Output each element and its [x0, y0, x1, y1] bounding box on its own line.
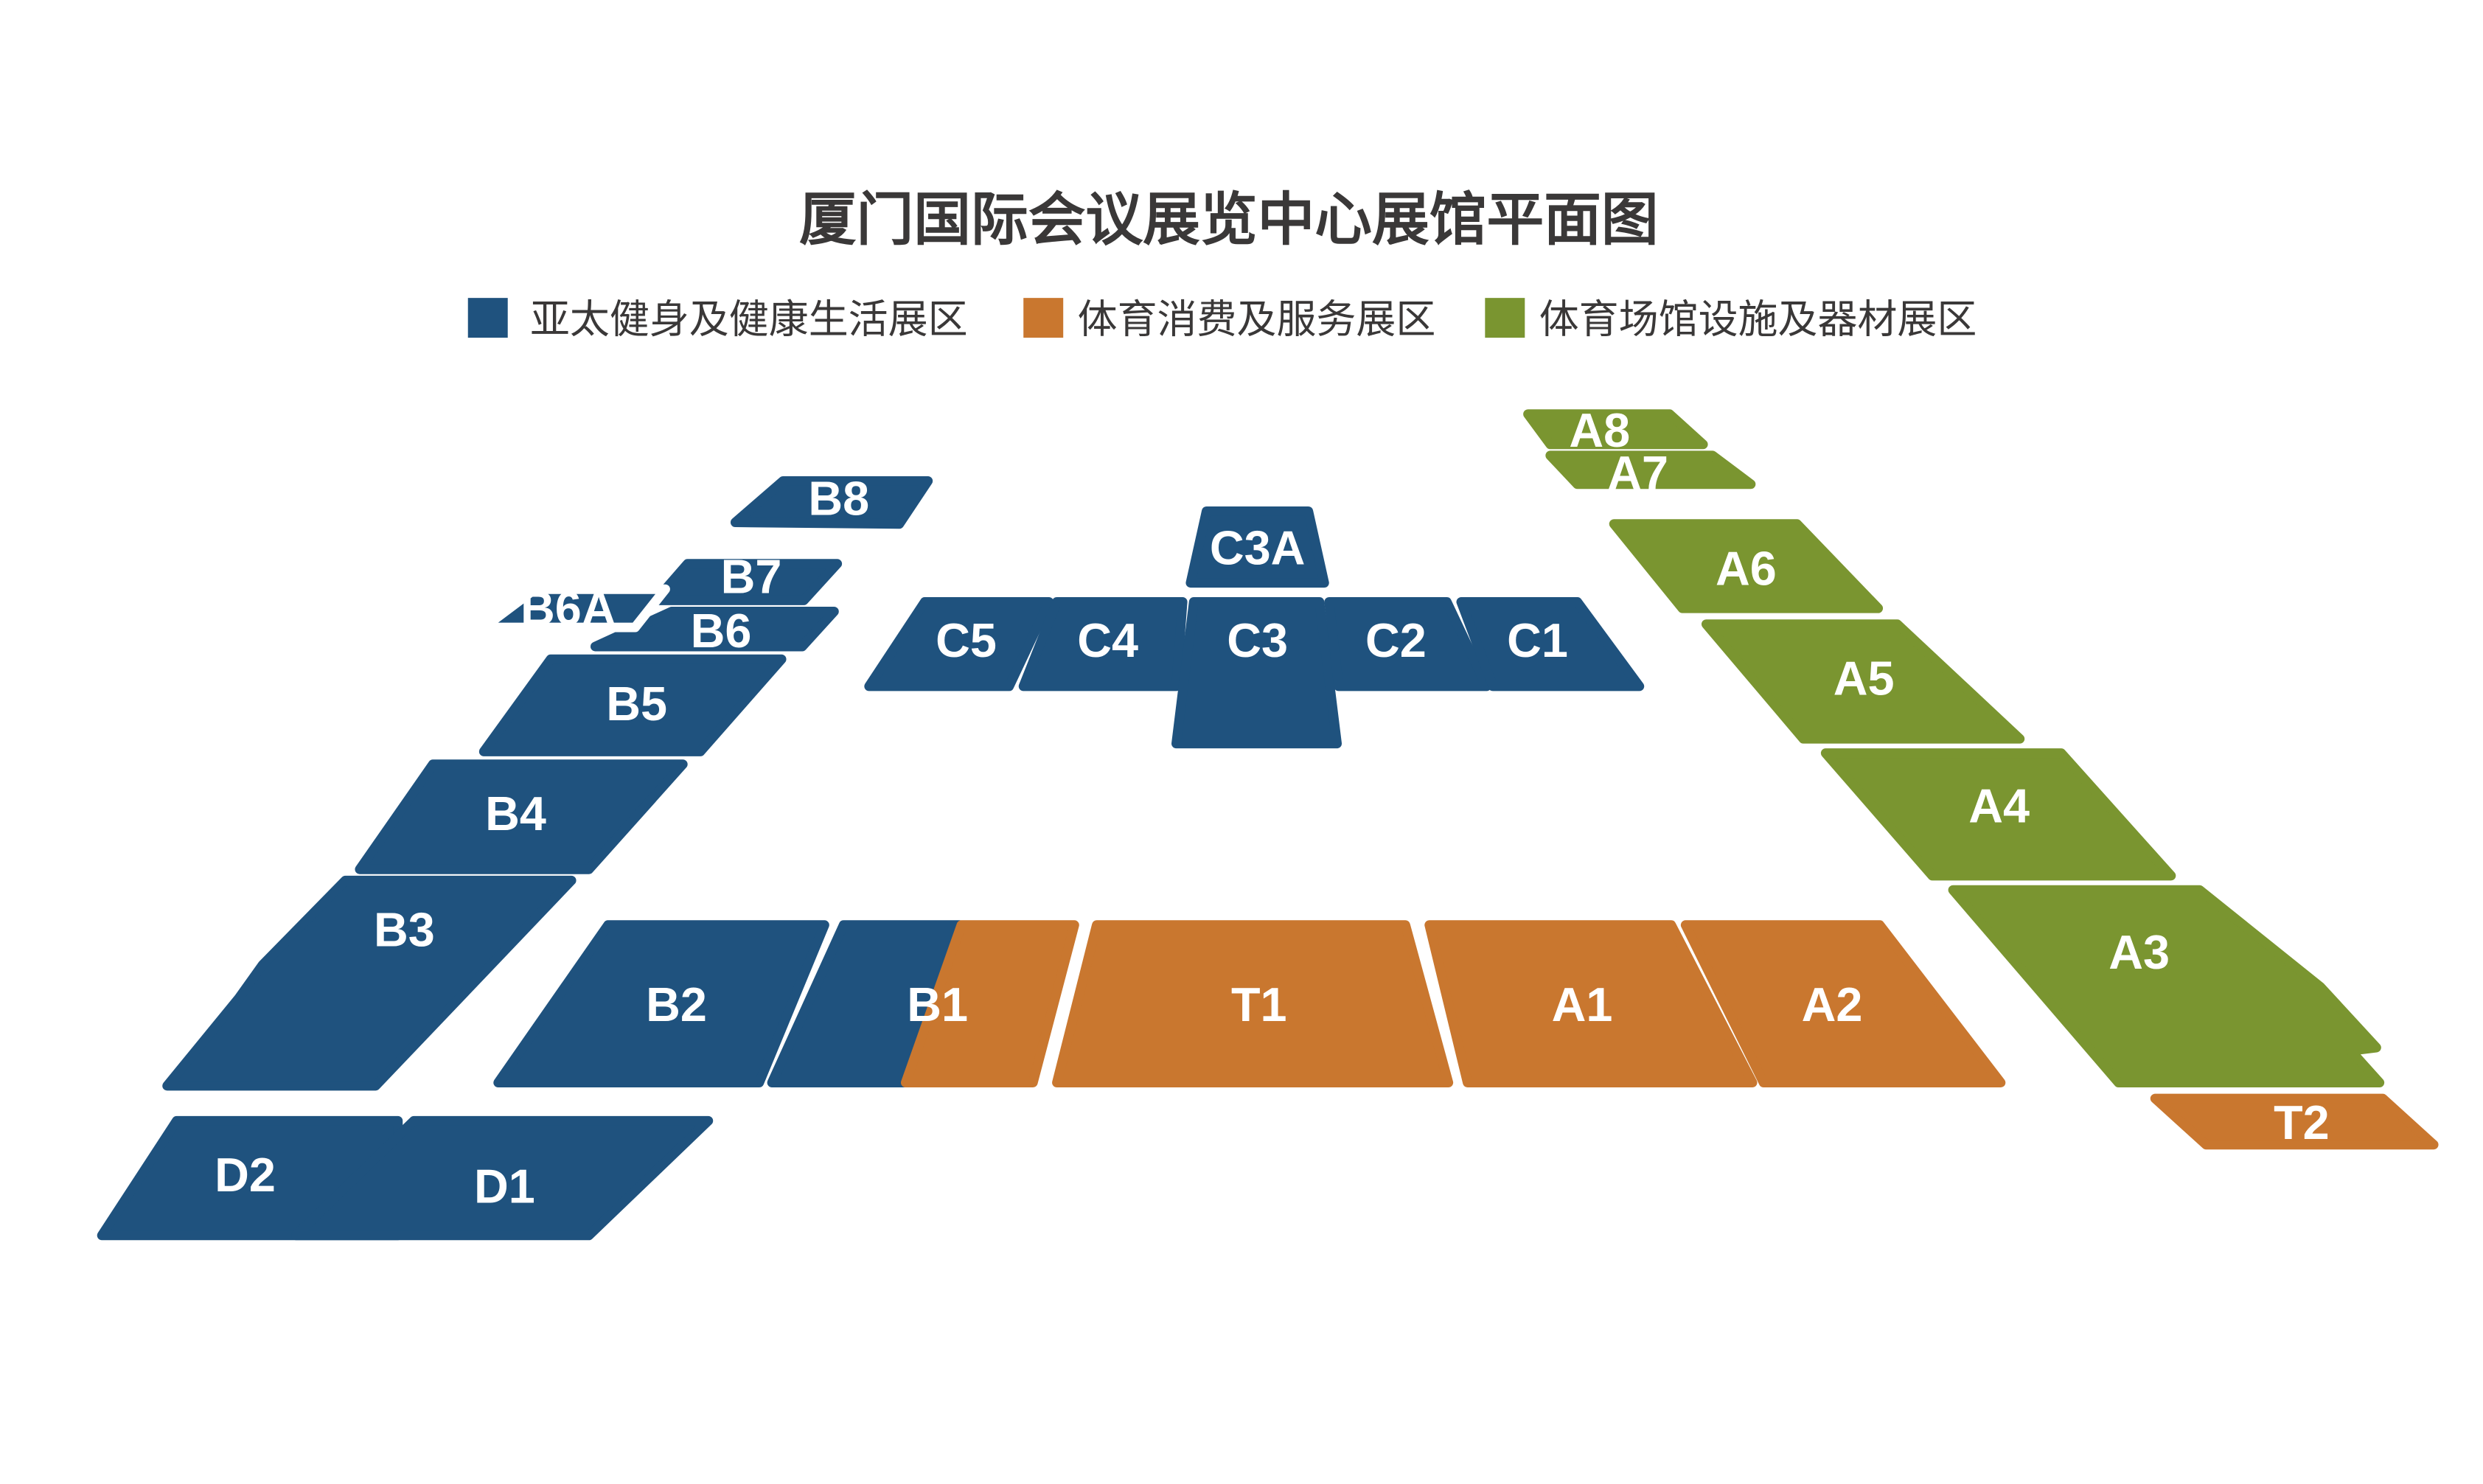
- legend-swatch-blue: [467, 298, 508, 338]
- hall-t1[interactable]: [1052, 920, 1454, 1087]
- hall-b6[interactable]: [590, 606, 839, 652]
- hall-t2[interactable]: [2150, 1093, 2439, 1150]
- hall-b3[interactable]: [162, 875, 577, 1091]
- hall-b4[interactable]: [355, 759, 688, 874]
- hall-c4[interactable]: [1018, 597, 1188, 692]
- hall-a7[interactable]: [1545, 450, 1756, 490]
- hall-c3a[interactable]: [1185, 506, 1329, 588]
- legend-label-green: 体育场馆设施及器材展区: [1539, 296, 1977, 343]
- legend-swatch-orange: [1023, 298, 1064, 338]
- hall-c2[interactable]: [1324, 597, 1491, 692]
- hall-b7[interactable]: [651, 559, 843, 605]
- hall-a5[interactable]: [1701, 619, 2025, 744]
- legend: 亚太健身及健康生活展区 体育消费及服务展区 体育场馆设施及器材展区: [467, 296, 1977, 343]
- hall-d1[interactable]: [291, 1115, 714, 1241]
- hall-a4[interactable]: [1820, 748, 2176, 881]
- hall-c3[interactable]: [1171, 597, 1343, 749]
- hall-c1[interactable]: [1456, 597, 1645, 692]
- legend-label-orange: 体育消费及服务展区: [1078, 296, 1436, 343]
- hall-a2[interactable]: [1680, 920, 2006, 1087]
- hall-a6[interactable]: [1609, 519, 1884, 613]
- hall-b5[interactable]: [478, 654, 787, 756]
- legend-label-blue: 亚太健身及健康生活展区: [530, 296, 968, 343]
- hall-c5[interactable]: [864, 597, 1054, 692]
- hall-a8[interactable]: [1523, 409, 1708, 450]
- hall-a1[interactable]: [1424, 920, 1758, 1087]
- page-title: 厦门国际会议展览中心展馆平面图: [799, 187, 1659, 253]
- hall-b2[interactable]: [493, 920, 829, 1087]
- legend-swatch-green: [1485, 298, 1525, 338]
- hall-b8[interactable]: [730, 475, 933, 529]
- hall-a3[interactable]: [1948, 885, 2385, 1087]
- hall-b1-orange[interactable]: [900, 920, 1079, 1087]
- hall-b6a[interactable]: [478, 584, 670, 633]
